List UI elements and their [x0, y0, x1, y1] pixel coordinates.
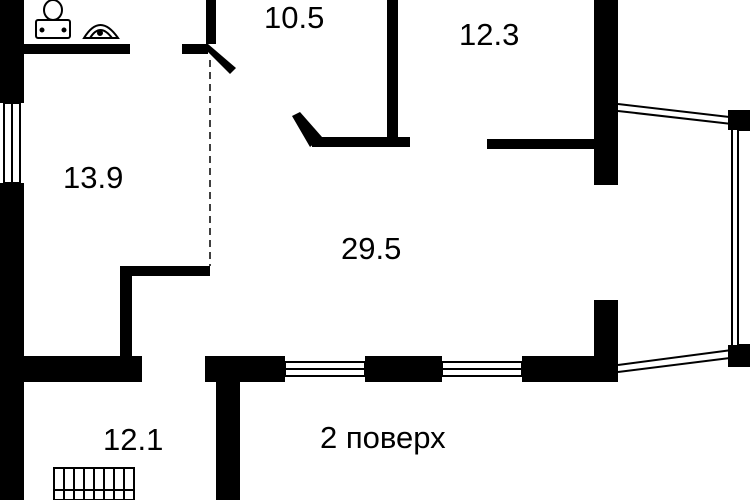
room-area-left: 13.9 — [63, 160, 123, 195]
doors — [200, 44, 322, 266]
wall-room-10-5-bottom — [312, 137, 410, 147]
room-area-living: 29.5 — [341, 231, 401, 266]
wall-left-upper — [0, 0, 24, 103]
wall-right-upper — [594, 0, 618, 185]
staircase-icon — [53, 467, 135, 500]
wall-room-12-3-bottom — [487, 139, 600, 149]
walls — [0, 0, 618, 500]
bay-window-corner-bottom — [728, 345, 750, 367]
wall-room-13-9-bottom — [0, 356, 142, 382]
room-area-top-middle: 10.5 — [264, 0, 324, 35]
floor-caption: 2 поверх — [320, 420, 446, 455]
wall-living-bottom-c — [522, 356, 618, 382]
room-area-stair-hall: 12.1 — [103, 422, 163, 457]
wall-left-lower — [0, 183, 24, 500]
door-room-10-5 — [292, 112, 322, 147]
bay-window-corner-top — [728, 110, 750, 130]
wall-room-13-9-notch-side — [120, 266, 132, 358]
wall-bathroom-bottom — [24, 44, 130, 54]
bay-window — [617, 103, 750, 373]
toilet-icon — [35, 0, 71, 39]
door-bathroom — [200, 44, 236, 74]
washbasin-icon — [82, 24, 120, 39]
wall-bathroom-bottom-right — [182, 44, 208, 54]
wall-living-bottom-a — [205, 356, 285, 382]
wall-lower-vertical — [216, 378, 240, 500]
windows — [3, 102, 523, 377]
room-area-top-right: 12.3 — [459, 17, 519, 52]
wall-living-bottom-b — [365, 356, 442, 382]
wall-room-13-9-notch-top — [120, 266, 210, 276]
wall-top-left-stub — [206, 0, 216, 44]
wall-top-middle — [387, 0, 398, 140]
